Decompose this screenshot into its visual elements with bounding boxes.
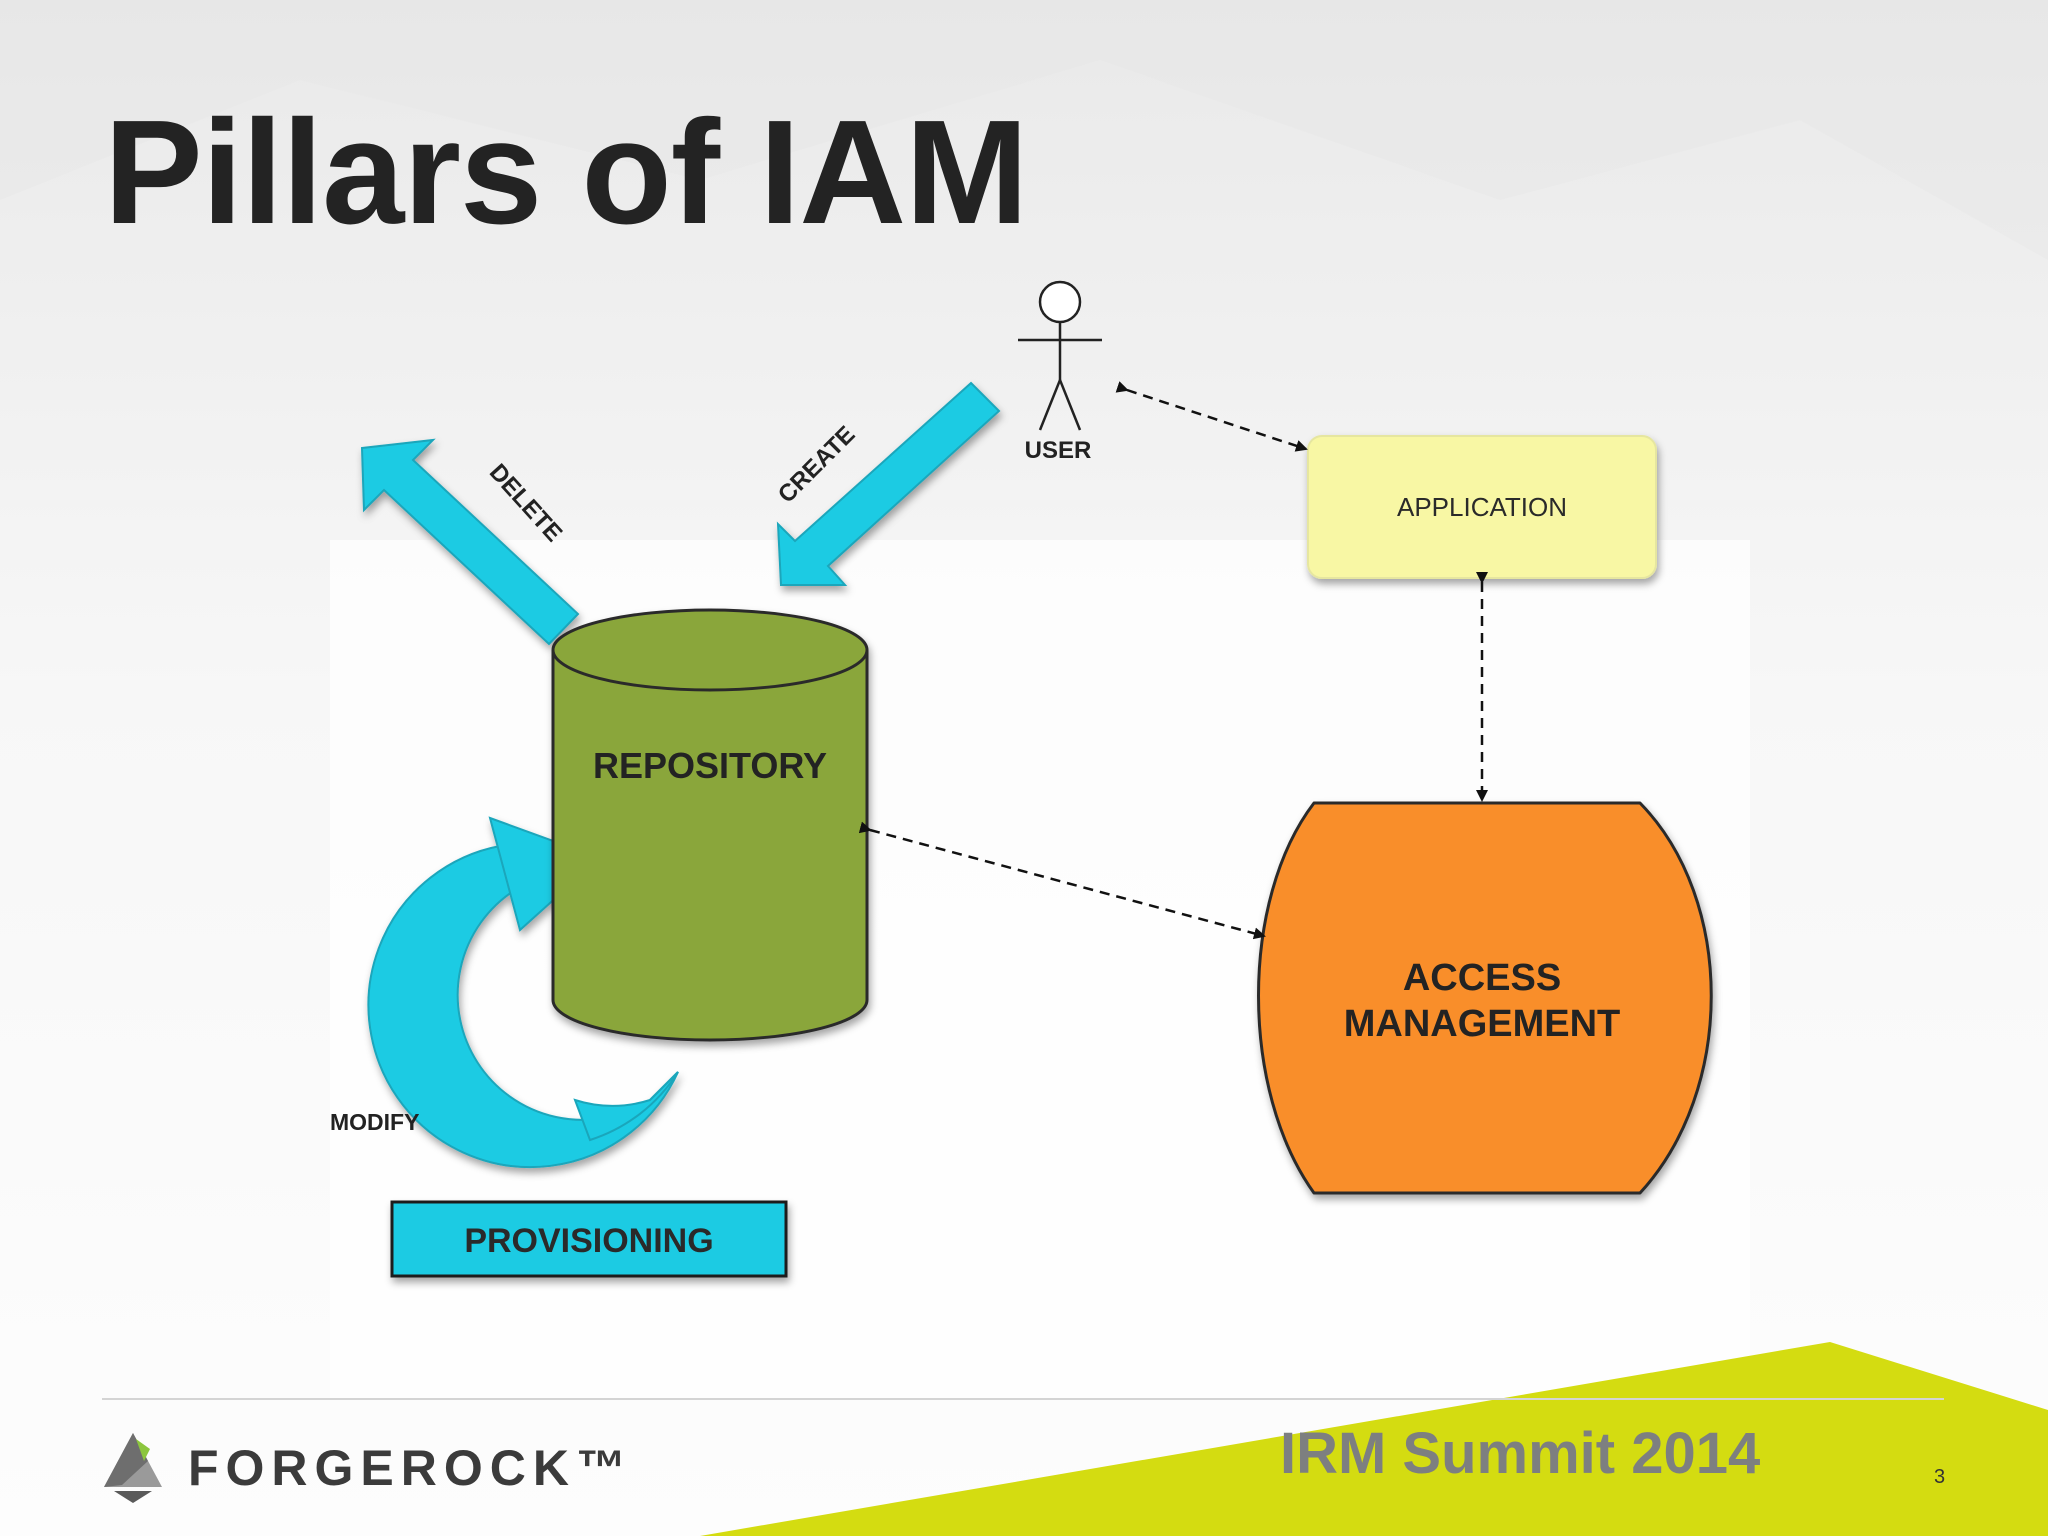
user-application-connector — [1115, 381, 1308, 452]
access-management-label-line2: MANAGEMENT — [1344, 1003, 1621, 1045]
repository-label: REPOSITORY — [593, 745, 827, 786]
delete-label: DELETE — [484, 459, 567, 547]
forgerock-mark-icon — [104, 1433, 162, 1503]
page-number: 3 — [1934, 1466, 1946, 1488]
provisioning-box — [390, 1200, 788, 1278]
event-name: IRM Summit 2014 — [1280, 1421, 1761, 1486]
modify-arrow-front — [573, 1071, 679, 1142]
application-label: APPLICATION — [1397, 492, 1567, 522]
repository-cylinder — [551, 608, 869, 1042]
footer-divider — [102, 1398, 1944, 1400]
forgerock-wordmark: FORGEROCK™ — [188, 1440, 633, 1496]
delete-arrow — [360, 438, 580, 646]
footer-accent-shape — [700, 1342, 2048, 1536]
modify-label: MODIFY — [330, 1109, 419, 1135]
forgerock-logo: FORGEROCK™ — [100, 1428, 633, 1508]
slide-title: Pillars of IAM — [104, 90, 1029, 255]
user-label: USER — [1025, 437, 1092, 464]
user-stick-figure-icon — [1018, 280, 1102, 431]
repository-access-connector — [858, 821, 1266, 940]
create-arrow — [776, 381, 1001, 586]
provisioning-label: PROVISIONING — [464, 1222, 713, 1260]
access-management-label-line1: ACCESS — [1403, 957, 1561, 999]
